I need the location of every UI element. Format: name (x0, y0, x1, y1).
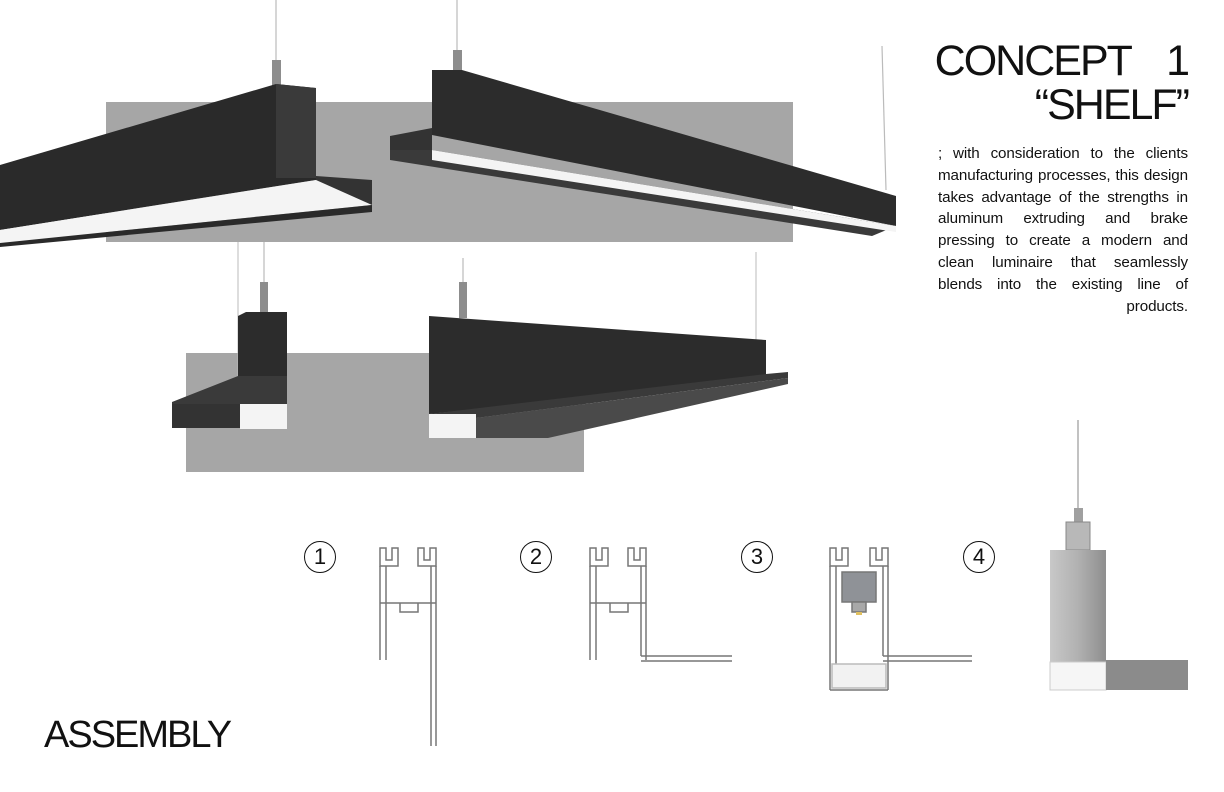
luminaire-render-right (390, 0, 896, 236)
extrusion-profile-4 (1049, 420, 1188, 691)
luminaire-render-long (429, 252, 788, 438)
concept-description: ; with consideration to the clients manu… (938, 145, 1188, 315)
assembly-step-1: 1 (304, 541, 336, 573)
extrusion-profile-3 (829, 547, 972, 691)
assembly-title: ASSEMBLY (44, 714, 232, 756)
luminaire-render-end (172, 242, 287, 429)
assembly-step-2: 2 (520, 541, 552, 573)
assembly-step-4: 4 (963, 541, 995, 573)
extrusion-profile-1 (379, 547, 437, 746)
extrusion-profile-2 (589, 547, 732, 662)
concept-subtitle: “SHELF” (1034, 81, 1190, 129)
assembly-step-3: 3 (741, 541, 773, 573)
concept-title: CONCEPT 1 (934, 37, 1190, 85)
luminaire-render-left (0, 0, 372, 247)
